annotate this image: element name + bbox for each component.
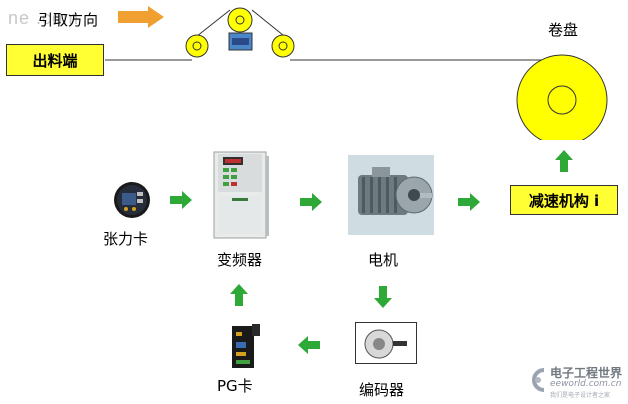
reel [516,54,608,140]
reel-label: 卷盘 [548,21,579,39]
arrow-motor-to-reducer-icon [458,193,480,211]
pg-card-image [232,324,260,368]
motor-image [348,155,434,235]
inverter-image [213,151,269,239]
arrow-motor-to-encoder-icon [374,286,392,308]
arrow-encoder-to-pg-card-icon [298,336,320,354]
eeworld-title: 电子工程世界 [550,366,623,380]
material-source-box: 出料端 [6,44,104,76]
reducer-box: 减速机构 i [510,185,618,215]
eeworld-site: eeworld.com.cn [550,379,622,389]
pull-direction-label: 引取方向 [38,11,99,29]
eeworld-tagline: 我们是电子设计者之家 [550,392,611,399]
eeworld-logo-icon [532,368,545,392]
encoder-label: 编码器 [359,381,405,399]
pull-direction-arrow-icon [118,6,164,28]
tension-card-label: 张力卡 [103,230,149,248]
web-line-diagram [105,7,608,140]
arrow-pg-card-to-inverter-icon [230,284,248,306]
top-watermark-text: ne .com [8,8,80,28]
top-watermark: ne .com [6,4,164,30]
left-roller [185,34,209,58]
tension-card-image [114,182,150,218]
eeworld-watermark: 电子工程世界 eeworld.com.cn 我们是电子设计者之家 [528,362,624,400]
arrow-inverter-to-motor-icon [300,193,322,211]
right-roller [271,34,295,58]
inverter-label: 变频器 [217,251,263,269]
motor-label: 电机 [368,251,399,269]
arrow-tension-to-inverter-icon [170,191,192,209]
arrow-up-to-reel-icon [555,150,573,172]
reducer-label: 减速机构 i [528,191,600,210]
material-source-label: 出料端 [32,51,78,70]
encoder-image [355,322,417,364]
dancer-roller [227,7,253,51]
pg-card-label: PG卡 [217,377,253,395]
